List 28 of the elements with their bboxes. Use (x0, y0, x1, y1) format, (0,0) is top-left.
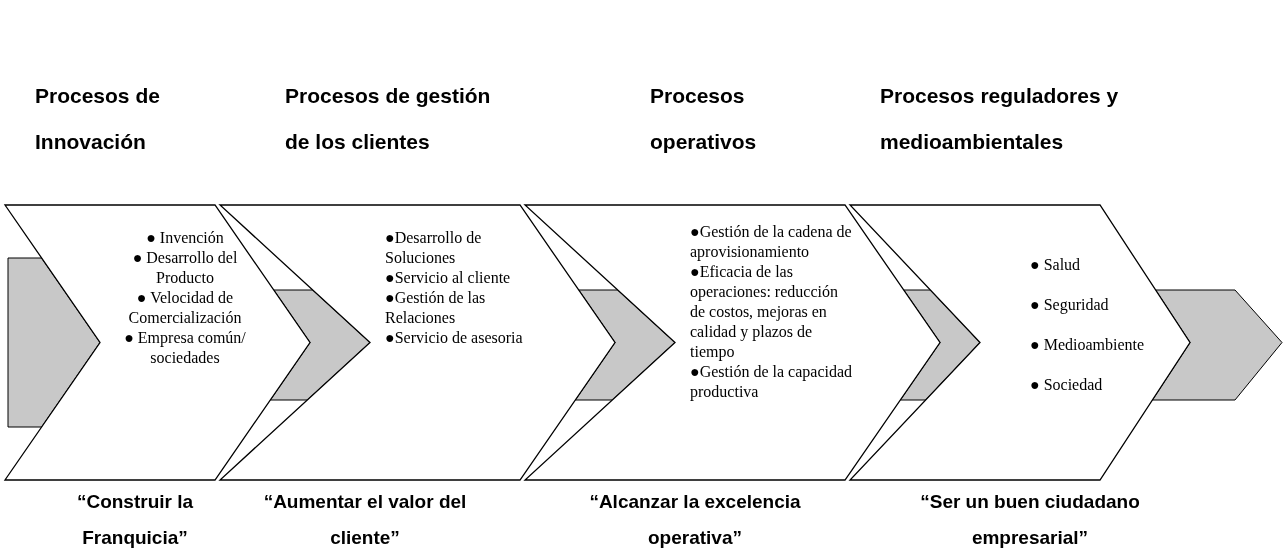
step-caption: “Construir la Franquicia” (75, 490, 195, 550)
bullet-item: ● Sociedad (1030, 375, 1104, 395)
bullet-item: ● Empresa común/ sociedades (123, 328, 247, 368)
step-caption: “Aumentar el valor del cliente” (262, 490, 468, 550)
bullet-item: ●Eficacia de las operaciones: reducción de costos, mejoras en calidad y plazos de tiempo (690, 262, 839, 362)
bullet-item: ● Velocidad de Comercialización (127, 288, 243, 328)
bullet-item: ●Gestión de la capacidad productiva (690, 362, 854, 402)
step-heading: Procesos de Innovación (35, 83, 161, 155)
chevron-arrow (269, 289, 371, 401)
bullet-item: ●Servicio al cliente (385, 268, 512, 288)
chevron-arrow (574, 289, 676, 401)
step-heading: Procesos reguladores y medioambientales (880, 83, 1120, 155)
bullet-item: ●Servicio de asesoria (385, 328, 524, 348)
chevron-arrow (7, 257, 101, 428)
step-caption: “Ser un buen ciudadano empresarial” (919, 490, 1141, 550)
bullet-item: ● Salud (1030, 255, 1082, 275)
bullet-item: ●Gestión de las Relaciones (385, 288, 487, 328)
bullet-item: ● Invención (145, 228, 225, 248)
bullet-item: ● Desarrollo del Producto (131, 248, 239, 288)
chevron-arrow (899, 289, 981, 401)
bullet-item: ● Medioambiente (1030, 335, 1146, 355)
chevron-arrow (1151, 289, 1283, 401)
bullet-item: ●Desarrollo de Soluciones (385, 228, 483, 268)
step-heading: Procesos operativos (650, 83, 758, 155)
bullet-item: ● Seguridad (1030, 295, 1110, 315)
step-caption: “Alcanzar la excelencia operativa” (588, 490, 802, 550)
step-heading: Procesos de gestión de los clientes (285, 83, 492, 155)
bullet-item: ●Gestión de la cadena de aprovisionamiento (690, 222, 853, 262)
